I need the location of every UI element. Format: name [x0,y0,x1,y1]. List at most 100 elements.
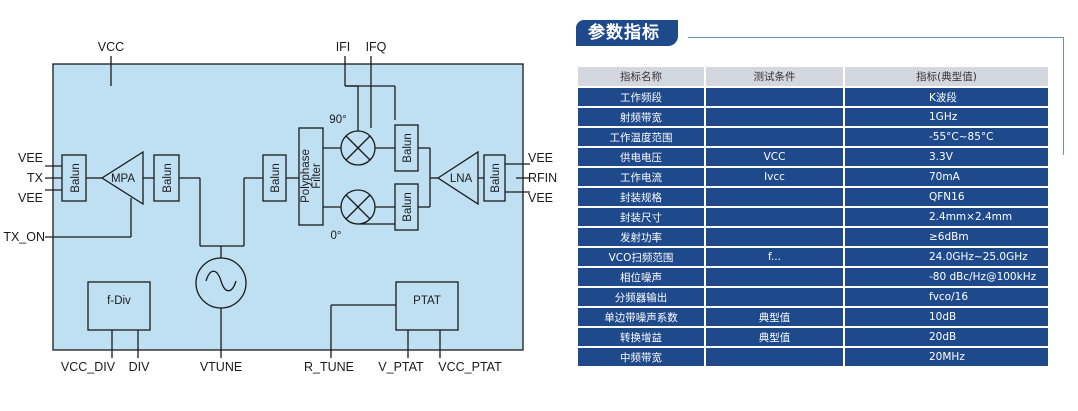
spec-value-cell: K波段 [844,87,1048,108]
spec-name-cell: 射频带宽 [578,107,706,128]
pin-vcc-ptat: VCC_PTAT [438,360,502,374]
spec-name-cell: 封装尺寸 [578,207,706,228]
spec-table: 指标名称 测试条件 指标(典型值) 工作频段 K波段射频带宽 1GHz 工作温度范围 -… [578,67,1048,368]
spec-value-cell: 2.4mm×2.4mm [844,207,1048,228]
spec-condition-cell [705,107,845,128]
spec-name-cell: 单边带噪声系数 [578,307,706,328]
spec-value-cell: 20dB [844,327,1048,348]
pin-vcc-div: VCC_DIV [61,360,116,374]
vco-oscillator [195,257,247,309]
svg-text:Balun: Balun [402,133,414,162]
svg-text:Filter: Filter [311,163,323,189]
spec-value-cell: 1GHz [844,107,1048,128]
spec-row: 工作频段 K波段 [578,87,1048,108]
frequency-divider: f-Div [87,281,151,331]
svg-text:Polyphase: Polyphase [300,149,312,203]
spec-condition-cell: 典型值 [705,307,845,328]
balun-tx-out: Balun [153,154,180,202]
spec-name-cell: 发射功率 [578,227,706,248]
balun-rf-in: Balun [483,154,506,202]
spec-value-cell: 70mA [844,167,1048,188]
pin-vcc: VCC [98,40,124,54]
phase-90-label: 90° [329,114,346,126]
spec-value-cell: 24.0GHz~25.0GHz [844,247,1048,268]
spec-condition-cell: 典型值 [705,327,845,348]
spec-value-cell: -55°C~85°C [844,127,1048,148]
pin-vee-br: VEE [528,191,553,205]
spec-condition-cell [705,187,845,208]
spec-name-cell: 转换增益 [578,327,706,348]
mixer-i [340,130,376,166]
pin-ifq: IFQ [366,40,387,54]
spec-condition-cell: f... [705,247,845,268]
header-condition: 测试条件 [705,67,845,88]
spec-name-cell: 供电电压 [578,147,706,168]
spec-condition-cell [705,267,845,288]
spec-row: 中频带宽 20MHz [578,347,1048,368]
spec-section-title: 参数指标 [576,20,678,46]
spec-condition-cell: VCC [705,147,845,168]
spec-condition-cell [705,207,845,228]
mpa-amplifier: MPA [100,150,144,206]
header-value: 指标(典型值) [844,67,1048,88]
spec-value-cell: QFN16 [844,187,1048,208]
spec-row: 射频带宽 1GHz [578,107,1048,128]
pin-rfin: RFIN [528,171,557,185]
pin-tx-on: TX_ON [3,230,45,244]
spec-value-cell: fvco/16 [844,287,1048,308]
polyphase-filter: Polyphase Filter [298,127,324,226]
spec-condition-cell [705,127,845,148]
svg-text:f-Div: f-Div [107,295,131,307]
spec-condition-cell [705,287,845,308]
spec-name-cell: 相位噪声 [578,267,706,288]
spec-name-cell: 工作温度范围 [578,127,706,148]
spec-value-cell: -80 dBc/Hz@100kHz [844,267,1048,288]
spec-condition-cell: Ivcc [705,167,845,188]
svg-text:Balun: Balun [70,163,82,192]
svg-text:LNA: LNA [450,173,473,185]
pin-r-tune: R_TUNE [304,360,354,374]
spec-value-cell: 20MHz [844,347,1048,368]
spec-name-cell: 分频器输出 [578,287,706,308]
svg-text:Balun: Balun [490,163,502,192]
spec-row: 分频器输出 fvco/16 [578,287,1048,308]
balun-mixer-q: Balun [394,183,419,231]
title-divider-vertical [1063,37,1064,155]
mixer-q [340,189,376,225]
spec-header-row: 指标名称 测试条件 指标(典型值) [578,67,1048,88]
pin-vee-tl: VEE [18,151,43,165]
lna-amplifier: LNA [436,150,479,206]
spec-row: 发射功率 ≥6dBm [578,227,1048,248]
phase-0-label: 0° [331,230,342,242]
spec-condition-cell [705,227,845,248]
spec-condition-cell [705,347,845,368]
spec-condition-cell [705,87,845,108]
spec-name-cell: 工作电流 [578,167,706,188]
svg-text:Balun: Balun [162,163,174,192]
balun-lo: Balun [262,154,287,202]
svg-text:PTAT: PTAT [413,295,441,307]
spec-name-cell: 工作频段 [578,87,706,108]
balun-mixer-i: Balun [394,124,419,172]
spec-name-cell: VCO扫频范围 [578,247,706,268]
spec-value-cell: 3.3V [844,147,1048,168]
pin-vee-bl: VEE [18,191,43,205]
spec-row: 封装尺寸 2.4mm×2.4mm [578,207,1048,228]
pin-tx: TX [27,171,44,185]
pin-vtune: VTUNE [200,360,242,374]
spec-value-cell: ≥6dBm [844,227,1048,248]
pin-v-ptat: V_PTAT [378,360,424,374]
pin-div: DIV [129,360,151,374]
header-name: 指标名称 [578,67,706,88]
pin-vee-tr: VEE [528,151,553,165]
spec-name-cell: 中频带宽 [578,347,706,368]
spec-row: 工作温度范围 -55°C~85°C [578,127,1048,148]
ptat-block: PTAT [395,281,459,331]
pin-ifi: IFI [336,40,351,54]
